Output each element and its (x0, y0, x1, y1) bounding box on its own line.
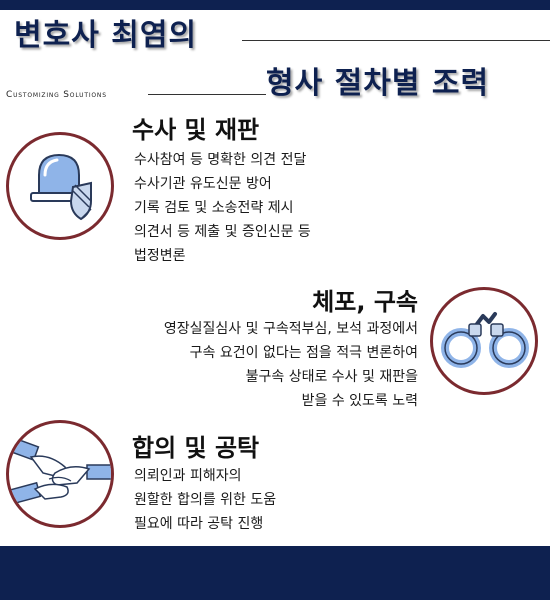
section-heading: 합의 및 공탁 (132, 434, 260, 462)
list-item: 불구속 상태로 수사 및 재판을 (245, 369, 418, 385)
section-heading: 수사 및 재판 (132, 116, 260, 144)
section-lines: 의뢰인과 피해자의 원할한 합의를 위한 도움 필요에 따라 공탁 진행 (134, 464, 276, 536)
section-heading: 체포, 구속 (312, 288, 418, 316)
list-item: 의뢰인과 피해자의 (134, 468, 242, 484)
joined-hands-icon (6, 420, 114, 528)
list-item: 기록 검토 및 소송전략 제시 (134, 200, 294, 216)
list-item: 원할한 합의를 위한 도움 (134, 492, 277, 508)
list-item: 구속 요건이 없다는 점을 적극 변론하여 (189, 345, 418, 361)
police-siren-shield-icon (6, 132, 114, 240)
bottom-bar (0, 546, 550, 600)
list-item: 의견서 등 제출 및 증인신문 등 (134, 224, 311, 240)
list-item: 법정변론 (134, 248, 186, 264)
list-item: 수사참여 등 명확한 의견 전달 (134, 152, 307, 168)
page-title-line1: 변호사 최염의 (14, 18, 198, 53)
section-lines: 영장실질심사 및 구속적부심, 보석 과정에서 구속 요건이 없다는 점을 적극… (164, 317, 418, 413)
page-title-line2: 형사 절차별 조력 (266, 66, 490, 101)
list-item: 받을 수 있도록 노력 (301, 393, 418, 409)
list-item: 필요에 따라 공탁 진행 (134, 516, 264, 532)
section-lines: 수사참여 등 명확한 의견 전달 수사기관 유도신문 방어 기록 검토 및 소송… (134, 148, 311, 268)
top-bar (0, 0, 550, 10)
title-divider-1 (242, 40, 550, 41)
list-item: 영장실질심사 및 구속적부심, 보석 과정에서 (163, 321, 418, 337)
title-divider-2 (148, 94, 266, 95)
handcuffs-icon (430, 287, 538, 395)
subtitle: Customizing Solutions (6, 90, 107, 100)
list-item: 수사기관 유도신문 방어 (134, 176, 272, 192)
